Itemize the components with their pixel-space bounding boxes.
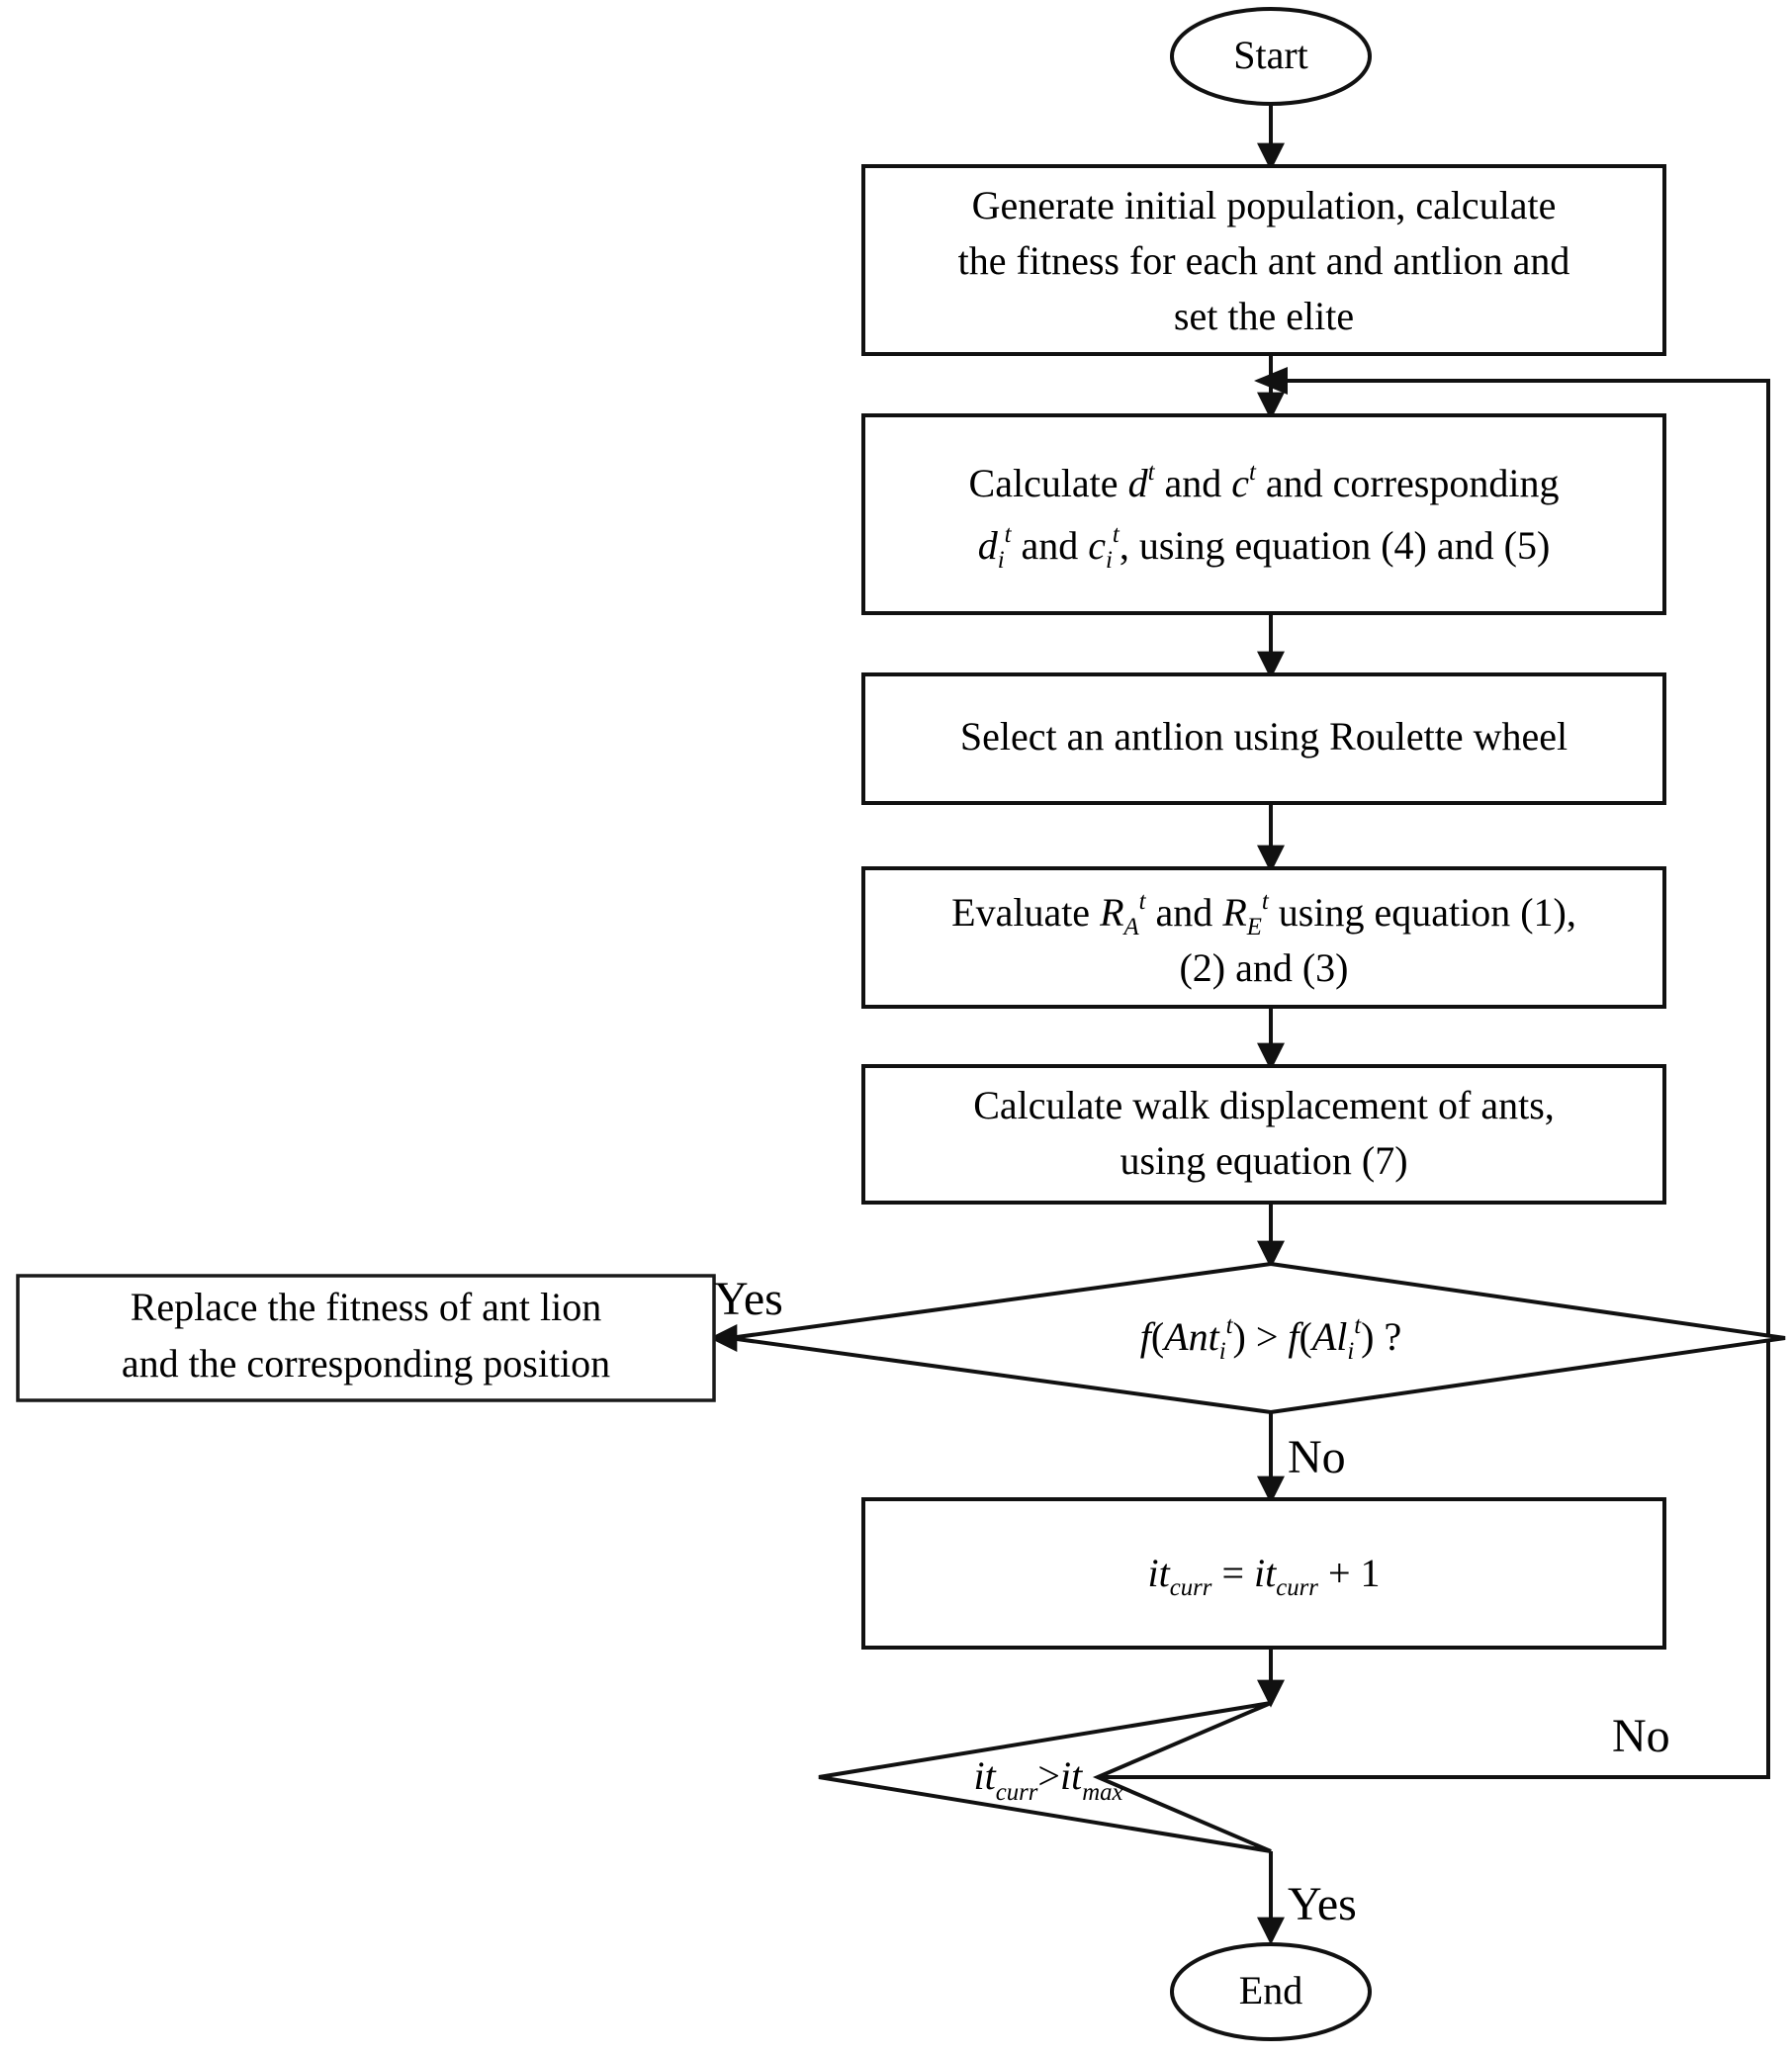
roulette-label: Select an antlion using Roulette wheel — [960, 714, 1568, 759]
replace-line-1: Replace the fitness of ant lion — [131, 1285, 602, 1329]
edge-label-yes-end: Yes — [1288, 1878, 1357, 1930]
calc-dc-l2-var1-sup: t — [1005, 521, 1013, 548]
evaluate-l1-post: using equation (1), — [1269, 890, 1576, 935]
calc-dc-l2-post: , using equation (4) and (5) — [1120, 523, 1550, 568]
fitness-open2: ( — [1299, 1314, 1312, 1359]
calc-dc-l2-var1-sub: i — [998, 547, 1005, 574]
edge-label-yes-replace: Yes — [714, 1273, 783, 1325]
evaluate-l1-var2: R — [1221, 890, 1246, 935]
fitness-question: ? — [1375, 1314, 1402, 1359]
increment-lhs-sub: curr — [1170, 1574, 1212, 1601]
calc-dc-l2-var2-sup: t — [1113, 521, 1120, 548]
calc-dc-l1-var1-sup: t — [1148, 459, 1156, 486]
calc-dc-l1-var1: d — [1128, 461, 1149, 505]
iter-lhs-sub: curr — [996, 1779, 1038, 1806]
node-evaluate-ra-re[interactable]: Evaluate RAt and REt using equation (1),… — [861, 866, 1666, 1009]
calc-dc-l1-mid1: and — [1154, 461, 1231, 505]
evaluate-l1-pre: Evaluate — [951, 890, 1100, 935]
walk-line-2: using equation (7) — [1120, 1138, 1407, 1183]
evaluate-l1-var2-sub: E — [1246, 914, 1262, 940]
fitness-decision-label: f(Antit) > f(Alit) ? — [1140, 1312, 1402, 1365]
fitness-var2-sup: t — [1354, 1312, 1362, 1339]
calc-dc-l1-var2-sup: t — [1249, 459, 1257, 486]
fitness-op: > — [1246, 1314, 1289, 1359]
node-generate-initial-population[interactable]: Generate initial population, calculate t… — [861, 164, 1666, 356]
calc-dc-l1-pre: Calculate — [969, 461, 1128, 505]
evaluate-l1-var1-sup: t — [1139, 888, 1147, 915]
fitness-var1-sub: i — [1219, 1338, 1226, 1365]
iteration-decision-label: itcurr>itmax — [973, 1753, 1122, 1806]
node-fitness-decision[interactable]: f(Antit) > f(Alit) ? — [729, 1261, 1786, 1415]
fitness-decision-diamond — [729, 1261, 1786, 1415]
fitness-var2: Al — [1309, 1314, 1348, 1359]
calc-dc-l2-var1: d — [978, 523, 999, 568]
iter-rhs: it — [1060, 1753, 1083, 1798]
init-line-1: Generate initial population, calculate — [972, 183, 1557, 227]
evaluate-l1-var1-sub: A — [1122, 914, 1140, 940]
increment-plus: + 1 — [1318, 1551, 1381, 1595]
calc-dc-l2-var2-sub: i — [1106, 547, 1113, 574]
increment-lhs: it — [1147, 1551, 1170, 1595]
evaluate-l1-var1: R — [1099, 890, 1123, 935]
start-ellipse — [1170, 7, 1372, 106]
node-replace-fitness[interactable]: Replace the fitness of ant lion and the … — [16, 1274, 716, 1402]
edge-label-no-increment: No — [1288, 1431, 1346, 1483]
iter-op: > — [1037, 1753, 1060, 1798]
init-line-3: set the elite — [1174, 294, 1354, 338]
evaluate-line-1: Evaluate RAt and REt using equation (1), — [951, 888, 1576, 940]
edge-loopback-arrowhead — [1254, 367, 1288, 395]
node-calculate-d-and-c[interactable]: Calculate dt and ct and corresponding di… — [861, 413, 1666, 615]
calc-dc-l1-var2: c — [1231, 461, 1249, 505]
calc-dc-line-1: Calculate dt and ct and corresponding — [969, 459, 1560, 506]
walk-line-1: Calculate walk displacement of ants, — [973, 1083, 1555, 1127]
roulette-box — [861, 672, 1666, 805]
start-label: Start — [1233, 33, 1308, 77]
iter-lhs: it — [973, 1753, 996, 1798]
node-iteration-decision[interactable]: itcurr>itmax — [818, 1701, 1272, 1853]
end-label: End — [1239, 1968, 1302, 2012]
evaluate-line-2: (2) and (3) — [1179, 945, 1348, 990]
fitness-var1-sup: t — [1226, 1312, 1234, 1339]
calc-dc-box — [861, 413, 1666, 615]
node-calculate-walk-displacement[interactable]: Calculate walk displacement of ants, usi… — [861, 1064, 1666, 1205]
iter-rhs-sub: max — [1082, 1779, 1122, 1806]
replace-line-2: and the corresponding position — [122, 1341, 610, 1386]
fitness-close2: ) — [1361, 1314, 1374, 1359]
end-ellipse — [1170, 1942, 1372, 2041]
node-select-antlion-roulette[interactable]: Select an antlion using Roulette wheel — [861, 672, 1666, 805]
increment-label: itcurr = itcurr + 1 — [1147, 1551, 1380, 1601]
node-start[interactable]: Start — [1170, 7, 1372, 106]
fitness-var1: Ant — [1161, 1314, 1219, 1359]
edge-loopback-no — [1098, 379, 1770, 1779]
calc-dc-l2-mid: and — [1012, 523, 1089, 568]
evaluate-box — [861, 866, 1666, 1009]
walk-box — [861, 1064, 1666, 1205]
evaluate-l1-mid: and — [1146, 890, 1223, 935]
fitness-var2-sub: i — [1347, 1338, 1354, 1365]
node-increment-iteration[interactable]: itcurr = itcurr + 1 — [861, 1497, 1666, 1650]
init-line-2: the fitness for each ant and antlion and — [958, 238, 1570, 283]
increment-eq: = — [1211, 1551, 1254, 1595]
node-end[interactable]: End — [1170, 1942, 1372, 2041]
iteration-decision-diamond — [818, 1701, 1272, 1853]
increment-rhs: it — [1254, 1551, 1277, 1595]
fitness-open1: ( — [1151, 1314, 1164, 1359]
evaluate-l1-var2-sup: t — [1262, 888, 1270, 915]
calc-dc-l2-var2: c — [1088, 523, 1106, 568]
replace-box — [16, 1274, 716, 1402]
fitness-close1: ) — [1233, 1314, 1246, 1359]
edge-label-no-loopback: No — [1612, 1710, 1670, 1762]
calc-dc-l1-post: and corresponding — [1256, 461, 1560, 505]
init-box — [861, 164, 1666, 356]
calc-dc-line-2: dit and cit, using equation (4) and (5) — [978, 521, 1551, 574]
increment-rhs-sub: curr — [1276, 1574, 1318, 1601]
increment-box — [861, 1497, 1666, 1650]
